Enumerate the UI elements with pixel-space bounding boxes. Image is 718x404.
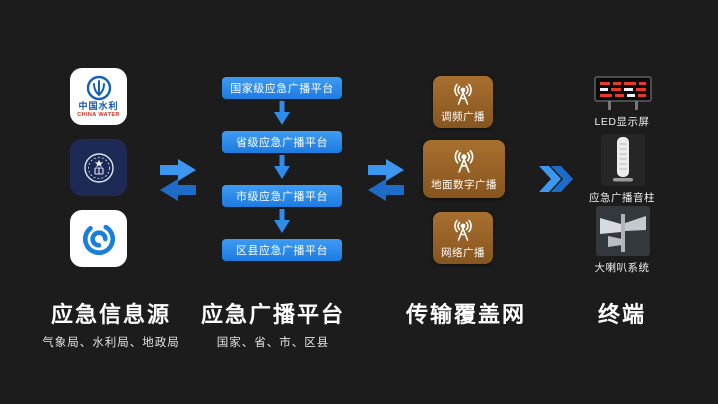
broadcast-antenna-icon xyxy=(454,83,472,105)
logo-meteorological-cloud xyxy=(70,210,127,267)
china-water-emblem-icon xyxy=(86,76,111,101)
broadcast-antenna-icon xyxy=(454,219,472,241)
platform-level-provincial: 省级应急广播平台 xyxy=(222,131,342,153)
bidirectional-arrows-icon xyxy=(368,159,404,201)
logo-china-water-sublabel: CHINA WATER xyxy=(77,111,120,118)
logo-china-water-label: 中国水利 xyxy=(78,101,119,112)
column-title-sources: 应急信息源 xyxy=(50,302,171,327)
terminal-horn-label: 大喇叭系统 xyxy=(594,262,650,274)
column-subtitle-platform: 国家、省、市、区县 xyxy=(216,337,330,349)
column-title-platform: 应急广播平台 xyxy=(200,302,345,327)
speaker-column-image xyxy=(601,134,645,186)
network-node-fm: 调频广播 xyxy=(433,76,493,128)
horn-speaker-image xyxy=(596,206,650,256)
terminal-led-label: LED显示屏 xyxy=(594,116,650,128)
column-title-terminals: 终端 xyxy=(597,302,646,327)
network-node-terrestrial-digital-label: 地面数字广播 xyxy=(431,179,497,191)
double-right-arrow-icon xyxy=(539,166,573,192)
network-node-fm-label: 调频广播 xyxy=(441,111,485,123)
column-title-network: 传输覆盖网 xyxy=(405,302,526,327)
network-node-internet-label: 网络广播 xyxy=(441,247,485,259)
network-node-terrestrial-digital: 地面数字广播 xyxy=(423,140,505,198)
logo-government-seal xyxy=(70,139,127,196)
broadcast-antenna-icon xyxy=(454,150,474,173)
platform-level-district: 区县应急广播平台 xyxy=(222,239,342,261)
government-seal-emblem-icon xyxy=(83,152,114,183)
platform-level-municipal: 市级应急广播平台 xyxy=(222,185,342,207)
down-arrow-icon xyxy=(274,209,290,233)
column-subtitle-sources: 气象局、水利局、地政局 xyxy=(42,337,180,349)
network-node-internet: 网络广播 xyxy=(433,212,493,264)
meteorological-cloud-emblem-icon xyxy=(82,222,115,255)
led-screen-image xyxy=(594,76,652,110)
bidirectional-arrows-icon xyxy=(160,159,196,201)
down-arrow-icon xyxy=(274,101,290,125)
platform-level-national: 国家级应急广播平台 xyxy=(222,77,342,99)
down-arrow-icon xyxy=(274,155,290,179)
logo-china-water: 中国水利 CHINA WATER xyxy=(70,68,127,125)
terminal-speaker-column-label: 应急广播音柱 xyxy=(589,192,655,204)
